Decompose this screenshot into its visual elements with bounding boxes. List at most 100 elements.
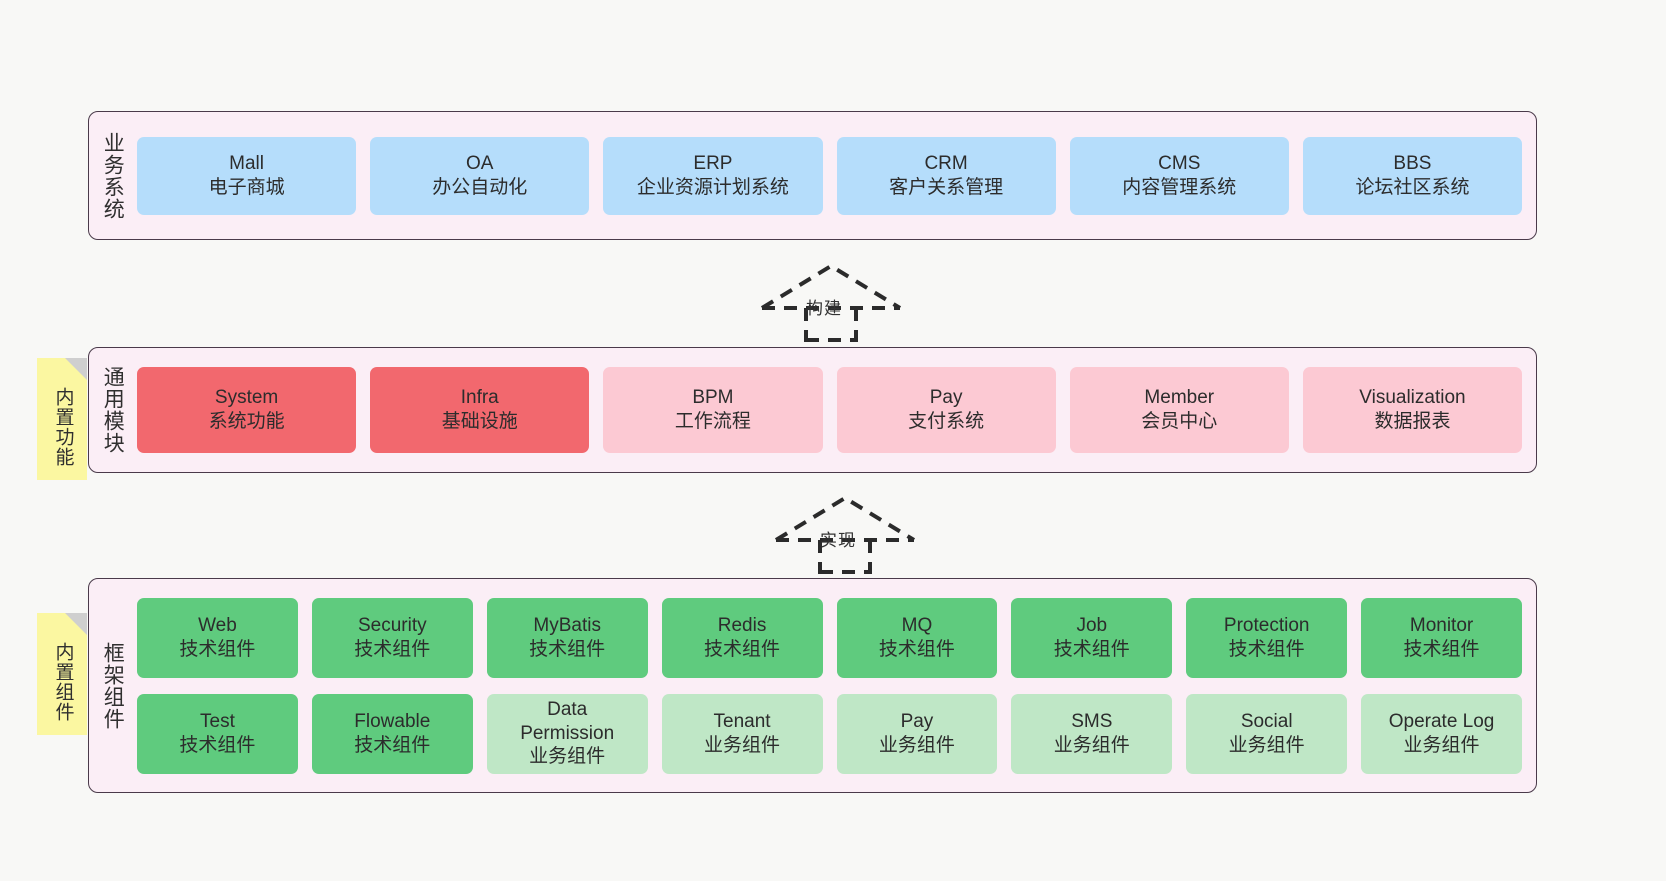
card-system-desc: 系统功能 [208, 411, 285, 432]
layer-common-module-cards: System 系统功能 Infra 基础设施 BPM 工作流程 Pay 支付系统… [135, 348, 1536, 472]
card-cms[interactable]: CMS 内容管理系统 [1069, 136, 1289, 215]
card-social-desc: 业务组件 [1228, 734, 1305, 756]
card-infra-desc: 基础设施 [441, 411, 518, 432]
card-cms-desc: 内容管理系统 [1122, 176, 1237, 198]
card-bpm[interactable]: BPM 工作流程 [603, 367, 823, 453]
connector-build: 构建 [758, 262, 904, 342]
connector-implement-shaft-end [820, 567, 870, 577]
card-system-name: System [214, 387, 279, 409]
framework-row-technical: Web 技术组件 Security 技术组件 MyBatis 技术组件 Redi… [137, 597, 1522, 678]
card-flowable-desc: 技术组件 [354, 734, 431, 756]
card-protection-desc: 技术组件 [1228, 638, 1305, 660]
card-web-name: Web [198, 614, 237, 636]
card-pay-component-name: Pay [900, 710, 934, 732]
card-mq-desc: 技术组件 [878, 638, 955, 660]
card-protection[interactable]: Protection 技术组件 [1186, 597, 1348, 678]
card-data-permission-name: Data Permission [520, 698, 615, 744]
note-fold-corner-icon [65, 358, 87, 380]
connector-build-shaft-end [806, 335, 856, 345]
card-social-name: Social [1240, 710, 1293, 732]
card-operate-log-desc: 业务组件 [1403, 734, 1480, 756]
note-builtin-component-label: 内置组件 [52, 642, 74, 722]
card-pay-module[interactable]: Pay 支付系统 [836, 367, 1056, 453]
card-monitor-name: Monitor [1409, 614, 1474, 636]
layer-framework-component-title: 框架组件 [101, 641, 125, 730]
card-visualization-name: Visualization [1359, 387, 1466, 409]
card-oa[interactable]: OA 办公自动化 [370, 136, 590, 215]
card-tenant-name: Tenant [713, 710, 771, 732]
card-job-name: Job [1076, 614, 1108, 636]
card-bpm-desc: 工作流程 [674, 411, 751, 432]
card-crm-name: CRM [924, 152, 968, 174]
card-operate-log-name: Operate Log [1388, 710, 1495, 732]
card-monitor-desc: 技术组件 [1403, 638, 1480, 660]
card-web[interactable]: Web 技术组件 [137, 597, 298, 678]
layer-business-system-cards: Mall 电子商城 OA 办公自动化 ERP 企业资源计划系统 CRM 客户关系… [135, 112, 1536, 239]
card-job-desc: 技术组件 [1053, 638, 1130, 660]
card-pay-component[interactable]: Pay 业务组件 [836, 693, 998, 774]
card-protection-name: Protection [1223, 614, 1310, 636]
card-mq[interactable]: MQ 技术组件 [836, 597, 998, 678]
card-oa-desc: 办公自动化 [432, 176, 528, 198]
card-sms-name: SMS [1071, 710, 1113, 732]
card-mybatis[interactable]: MyBatis 技术组件 [486, 597, 648, 678]
card-crm-desc: 客户关系管理 [889, 176, 1004, 198]
card-system[interactable]: System 系统功能 [137, 367, 357, 453]
layer-framework-component: 框架组件 Web 技术组件 Security 技术组件 MyBatis 技术组件… [88, 578, 1537, 793]
card-visualization-desc: 数据报表 [1374, 411, 1451, 432]
card-job[interactable]: Job 技术组件 [1011, 597, 1173, 678]
card-mall[interactable]: Mall 电子商城 [137, 136, 357, 215]
layer-business-system-title: 业务系统 [101, 131, 125, 220]
layer-common-module-title: 通用模块 [101, 366, 125, 454]
layer-common-module: 通用模块 System 系统功能 Infra 基础设施 BPM 工作流程 Pay… [88, 347, 1537, 473]
card-flowable-name: Flowable [354, 710, 431, 732]
card-mybatis-desc: 技术组件 [529, 638, 606, 660]
card-test[interactable]: Test 技术组件 [137, 693, 298, 774]
card-monitor[interactable]: Monitor 技术组件 [1361, 597, 1522, 678]
card-data-permission[interactable]: Data Permission 业务组件 [486, 693, 648, 774]
card-bbs-desc: 论坛社区系统 [1355, 176, 1470, 198]
card-security-desc: 技术组件 [354, 638, 431, 660]
card-member[interactable]: Member 会员中心 [1069, 367, 1289, 453]
card-data-permission-desc: 业务组件 [529, 746, 606, 768]
card-social[interactable]: Social 业务组件 [1186, 693, 1348, 774]
card-cms-name: CMS [1158, 152, 1201, 174]
card-redis-name: Redis [717, 614, 767, 636]
card-visualization[interactable]: Visualization 数据报表 [1302, 367, 1523, 453]
card-oa-name: OA [466, 152, 494, 174]
card-test-desc: 技术组件 [179, 734, 256, 756]
card-mq-name: MQ [901, 614, 933, 636]
card-tenant-desc: 业务组件 [704, 734, 781, 756]
card-bpm-name: BPM [692, 387, 734, 409]
note-builtin-function: 内置功能 [37, 358, 87, 480]
connector-implement-label: 实现 [820, 531, 856, 550]
layer-business-system: 业务系统 Mall 电子商城 OA 办公自动化 ERP 企业资源计划系统 CRM… [88, 111, 1537, 240]
card-tenant[interactable]: Tenant 业务组件 [661, 693, 823, 774]
layer-framework-component-cards: Web 技术组件 Security 技术组件 MyBatis 技术组件 Redi… [135, 579, 1536, 792]
note-builtin-function-label: 内置功能 [52, 387, 74, 467]
card-bbs[interactable]: BBS 论坛社区系统 [1302, 136, 1523, 215]
card-mall-name: Mall [229, 152, 264, 174]
card-infra[interactable]: Infra 基础设施 [370, 367, 590, 453]
card-crm[interactable]: CRM 客户关系管理 [836, 136, 1056, 215]
card-member-name: Member [1144, 387, 1215, 409]
card-mall-desc: 电子商城 [208, 176, 285, 198]
card-security[interactable]: Security 技术组件 [311, 597, 473, 678]
card-member-desc: 会员中心 [1141, 411, 1218, 432]
card-operate-log[interactable]: Operate Log 业务组件 [1361, 693, 1522, 774]
card-redis[interactable]: Redis 技术组件 [661, 597, 823, 678]
card-sms[interactable]: SMS 业务组件 [1011, 693, 1173, 774]
card-flowable[interactable]: Flowable 技术组件 [311, 693, 473, 774]
card-test-name: Test [200, 710, 235, 732]
card-erp[interactable]: ERP 企业资源计划系统 [603, 136, 823, 215]
card-security-name: Security [357, 614, 427, 636]
card-pay-module-desc: 支付系统 [908, 411, 985, 432]
note-builtin-component: 内置组件 [37, 613, 87, 735]
card-infra-name: Infra [460, 387, 499, 409]
connector-build-label: 构建 [806, 299, 842, 318]
card-mybatis-name: MyBatis [533, 614, 601, 636]
card-redis-desc: 技术组件 [704, 638, 781, 660]
card-pay-component-desc: 业务组件 [878, 734, 955, 756]
card-erp-name: ERP [693, 152, 733, 174]
